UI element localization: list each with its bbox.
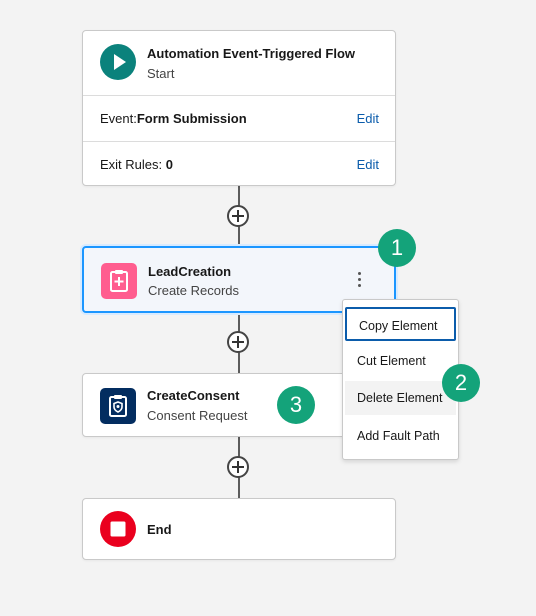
menu-item-label: Add Fault Path (357, 429, 440, 443)
menu-item-label: Cut Element (357, 354, 426, 368)
element-context-menu: Copy Element Cut Element Delete Element … (342, 299, 459, 460)
exit-rules-label: Exit Rules: 0 (100, 157, 173, 172)
create-records-icon (101, 263, 137, 299)
delete-element-menu-item[interactable]: Delete Element (345, 381, 456, 415)
menu-item-label: Delete Element (357, 391, 443, 405)
event-row: Event:Form Submission Edit (83, 96, 395, 141)
start-node-subtitle: Start (147, 66, 175, 81)
consent-node-title: CreateConsent (147, 388, 240, 403)
consent-node-subtitle: Consent Request (147, 408, 248, 423)
exit-rules-value: 0 (165, 157, 173, 172)
event-label-text: Event: (100, 111, 137, 126)
event-label: Event:Form Submission (100, 111, 247, 126)
copy-element-menu-item[interactable]: Copy Element (345, 307, 456, 341)
end-node[interactable]: End (82, 498, 396, 560)
add-fault-path-menu-item[interactable]: Add Fault Path (345, 419, 456, 453)
step-badge-3: 3 (277, 386, 315, 424)
edit-event-link[interactable]: Edit (356, 111, 379, 126)
start-node-header: Automation Event-Triggered Flow Start (83, 31, 395, 96)
play-icon (100, 44, 136, 80)
exit-rules-row: Exit Rules: 0 Edit (83, 141, 395, 187)
start-node-title: Automation Event-Triggered Flow (147, 46, 356, 61)
consent-icon (100, 388, 136, 424)
stop-icon (100, 511, 136, 547)
add-element-button[interactable] (227, 456, 249, 478)
add-element-button[interactable] (227, 331, 249, 353)
event-value: Form Submission (136, 111, 247, 126)
add-element-button[interactable] (227, 205, 249, 227)
start-node[interactable]: Automation Event-Triggered Flow Start Ev… (82, 30, 396, 186)
more-actions-icon[interactable] (356, 272, 362, 290)
menu-item-label: Copy Element (359, 319, 438, 333)
cut-element-menu-item[interactable]: Cut Element (345, 344, 456, 378)
exit-rules-label-text: Exit Rules: (100, 157, 163, 172)
edit-exit-rules-link[interactable]: Edit (356, 157, 379, 172)
end-node-title: End (147, 522, 172, 537)
step-badge-1: 1 (378, 229, 416, 267)
lead-node-title: LeadCreation (148, 264, 232, 279)
lead-node-subtitle: Create Records (148, 283, 240, 298)
step-badge-2: 2 (442, 364, 480, 402)
